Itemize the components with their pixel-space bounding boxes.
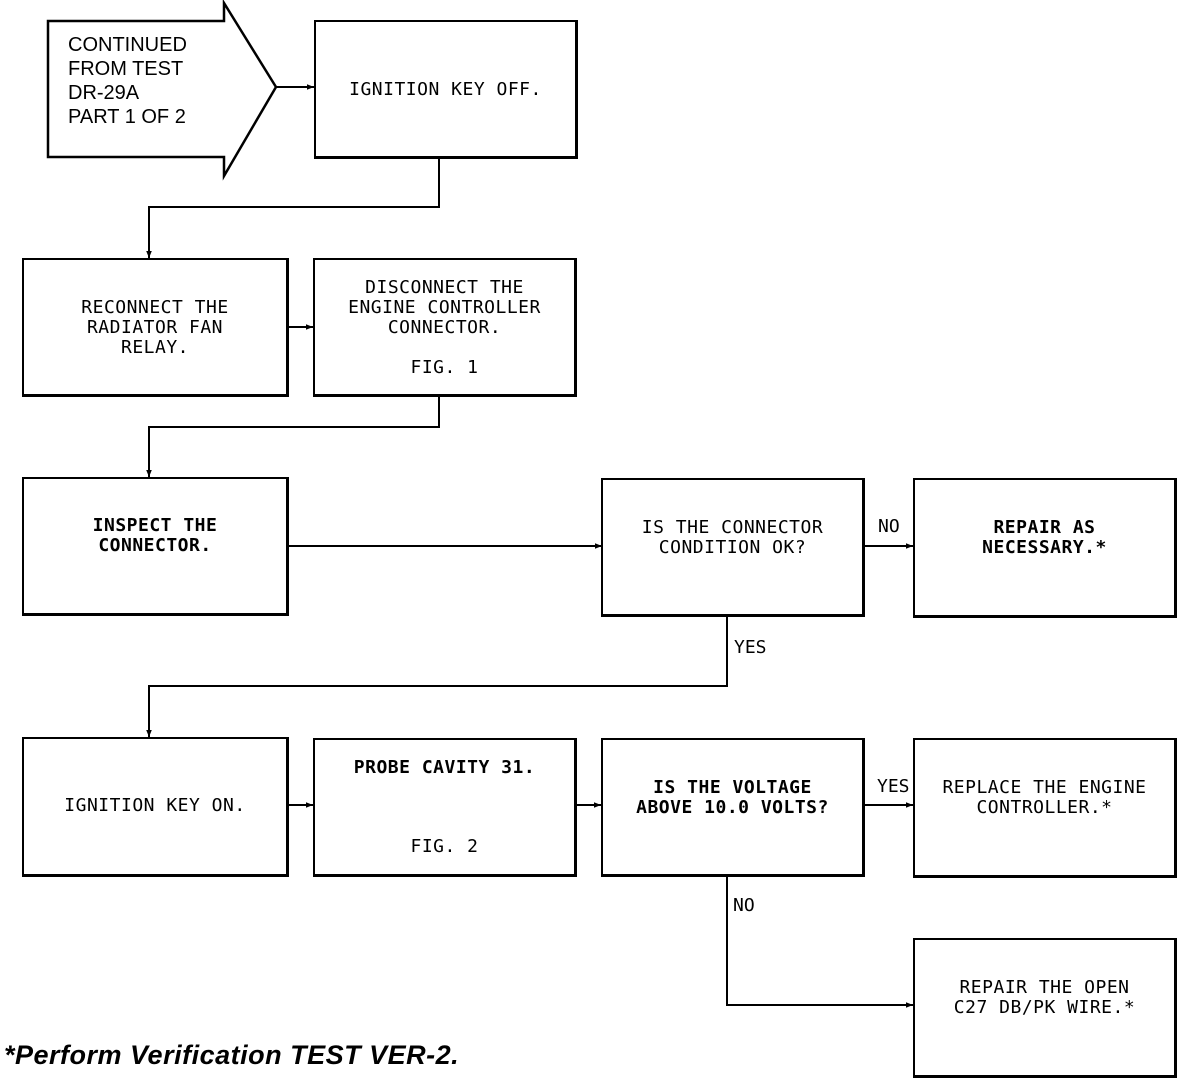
step-disconnect-connector-text: DISCONNECT THE ENGINE CONTROLLER CONNECT… <box>348 277 541 338</box>
decision-connector-ok-text: IS THE CONNECTOR CONDITION OK? <box>641 517 824 558</box>
step-repair-as-necessary: REPAIR AS NECESSARY.* <box>913 478 1177 618</box>
step-disconnect-fig-text: FIG. 1 <box>410 357 479 378</box>
step-disconnect-connector: DISCONNECT THE ENGINE CONTROLLER CONNECT… <box>313 258 577 397</box>
label-connector-yes: YES <box>734 637 767 658</box>
step-replace-controller-text: REPLACE THE ENGINE CONTROLLER.* <box>942 777 1147 818</box>
step-probe-fig-text: FIG. 2 <box>410 836 479 857</box>
step-ignition-key-off-text: IGNITION KEY OFF. <box>349 79 542 100</box>
step-reconnect-relay: RECONNECT THE RADIATOR FAN RELAY. <box>22 258 289 397</box>
continuation-text: CONTINUED FROM TEST DR-29A PART 1 OF 2 <box>68 34 187 128</box>
label-voltage-no: NO <box>733 895 755 916</box>
label-voltage-yes: YES <box>877 776 910 797</box>
step-repair-open-wire-text: REPAIR THE OPEN C27 DB/PK WIRE.* <box>953 977 1136 1018</box>
step-ignition-key-on-text: IGNITION KEY ON. <box>64 795 246 816</box>
step-probe-cavity-text: PROBE CAVITY 31. <box>353 757 536 778</box>
step-repair-open-wire: REPAIR THE OPEN C27 DB/PK WIRE.* <box>913 938 1177 1078</box>
footnote: *Perform Verification TEST VER-2. <box>4 1040 460 1070</box>
step-repair-as-necessary-text: REPAIR AS NECESSARY.* <box>982 517 1107 558</box>
step-ignition-key-off: IGNITION KEY OFF. <box>314 20 578 159</box>
step-replace-controller: REPLACE THE ENGINE CONTROLLER.* <box>913 738 1177 878</box>
step-probe-cavity: PROBE CAVITY 31. FIG. 2 <box>313 738 577 877</box>
step-inspect-connector-text: INSPECT THE CONNECTOR. <box>92 515 218 556</box>
step-inspect-connector: INSPECT THE CONNECTOR. <box>22 477 289 616</box>
step-ignition-key-on: IGNITION KEY ON. <box>22 737 289 877</box>
arrow-voltage-no-to-repair-wire <box>726 877 913 1008</box>
arrow-disconnect-to-inspect <box>146 397 440 477</box>
decision-voltage-text: IS THE VOLTAGE ABOVE 10.0 VOLTS? <box>636 777 829 818</box>
label-connector-no: NO <box>878 516 900 537</box>
continuation-arrow-shape <box>46 0 278 181</box>
arrow-question-yes-to-ignition-on <box>146 617 728 737</box>
arrow-ignition-off-to-reconnect <box>146 158 440 258</box>
decision-connector-ok: IS THE CONNECTOR CONDITION OK? <box>601 478 865 617</box>
step-reconnect-relay-text: RECONNECT THE RADIATOR FAN RELAY. <box>81 297 229 358</box>
decision-voltage: IS THE VOLTAGE ABOVE 10.0 VOLTS? <box>601 738 865 877</box>
